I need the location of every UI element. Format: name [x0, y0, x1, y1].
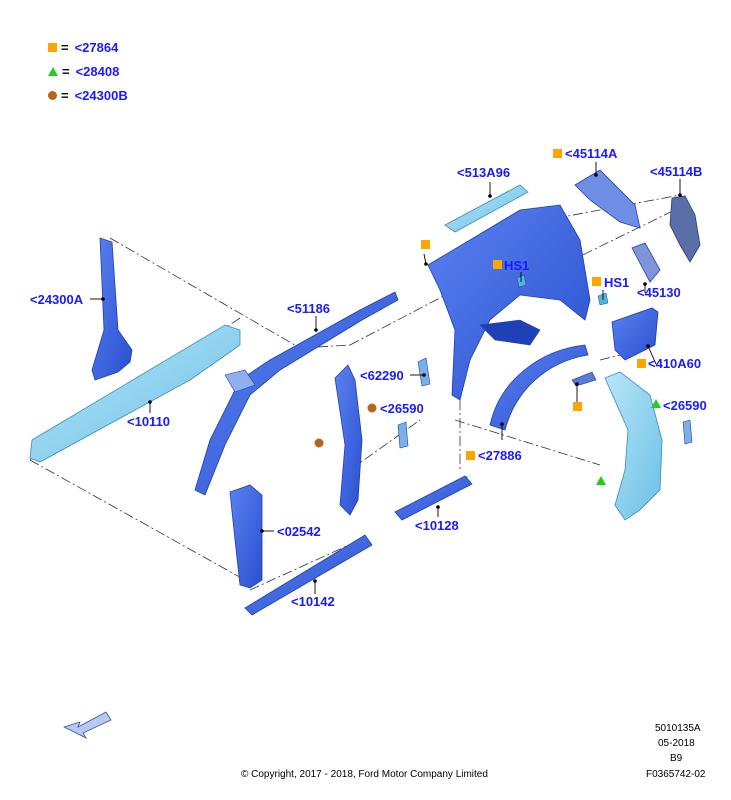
callout-410A60: <410A60 [648, 356, 701, 371]
callout-hs1-b: HS1 [604, 275, 629, 290]
green-triangle-icon [596, 476, 606, 485]
orange-square-icon [493, 260, 502, 269]
callout-hs1-a: HS1 [504, 258, 529, 273]
callout-26590-left: <26590 [380, 401, 424, 416]
brown-circle-icon [367, 403, 377, 413]
callout-24300A: <24300A [30, 292, 84, 307]
hs1-bracket-a [516, 274, 527, 288]
green-triangle-icon [48, 66, 58, 76]
roof-bow-513A96 [444, 184, 529, 233]
orange-square-icon [637, 359, 646, 368]
legend-item-24300B: = <24300B [48, 86, 128, 104]
legend-equals: = [61, 87, 69, 103]
markers [314, 149, 661, 485]
front-arrow-icon [62, 711, 112, 739]
wheelhouse-27886 [489, 344, 589, 431]
date-code: 05-2018 [658, 738, 695, 749]
bracket-45130 [631, 242, 661, 283]
ref-number: 5010135A [655, 723, 701, 734]
brown-circle-icon [314, 438, 324, 448]
panel-45114A [574, 169, 641, 229]
brown-circle-icon [48, 90, 57, 100]
orange-square-icon [573, 402, 582, 411]
orange-square-icon [592, 277, 601, 286]
b-pillar-inner [334, 364, 363, 516]
callout-51186: <51186 [287, 301, 330, 316]
callout-513A96: <513A96 [457, 165, 510, 180]
callout-10142: <10142 [291, 594, 335, 609]
bracket-26590-right [682, 419, 693, 445]
callout-02542: <02542 [277, 524, 321, 539]
figure-number: F0365742-02 [646, 769, 706, 780]
leader-lines [90, 162, 681, 594]
small-bracket-center [571, 371, 597, 387]
callout-10110: <10110 [127, 414, 170, 429]
panel-410A60 [611, 307, 659, 361]
roof-rail-51186 [194, 291, 399, 496]
copyright-text: © Copyright, 2017 - 2018, Ford Motor Com… [241, 769, 488, 780]
legend-equals: = [61, 39, 69, 55]
legend-item-28408: = <28408 [48, 62, 119, 80]
callout-62290: <62290 [360, 368, 404, 383]
rocker-10128 [394, 475, 473, 521]
legend-equals: = [62, 63, 70, 79]
legend-item-27864: = <27864 [48, 38, 118, 56]
legend-label: <28408 [75, 63, 120, 79]
bracket-62290 [417, 357, 431, 387]
callout-45114A: <45114A [565, 146, 618, 161]
callout-10128: <10128 [415, 518, 459, 533]
callout-27886: <27886 [478, 448, 522, 463]
callout-26590-right: <26590 [663, 398, 707, 413]
orange-square-icon [553, 149, 562, 158]
legend-label: <24300B [74, 87, 128, 103]
green-triangle-icon [651, 399, 661, 408]
b-pillar-02542 [229, 484, 263, 589]
rocker-10142 [244, 534, 373, 616]
leader-dots [101, 173, 682, 583]
revision-code: B9 [670, 753, 683, 764]
callout-45130: <45130 [637, 285, 681, 300]
a-pillar-24300A [91, 237, 133, 381]
quarter-inner-panel [604, 371, 663, 521]
callout-45114B: <45114B [650, 164, 702, 179]
legend-label: <27864 [74, 39, 119, 55]
orange-square-icon [48, 42, 57, 52]
sill-panel-10110 [29, 324, 241, 463]
orange-square-icon [466, 451, 475, 460]
bracket-45114B [669, 195, 701, 263]
bracket-26590-left [397, 421, 409, 449]
callouts: <24300A <10110 <51186 <62290 <26590 <025… [30, 146, 707, 609]
orange-square-icon [421, 240, 430, 249]
body-side-assembly [427, 204, 591, 401]
